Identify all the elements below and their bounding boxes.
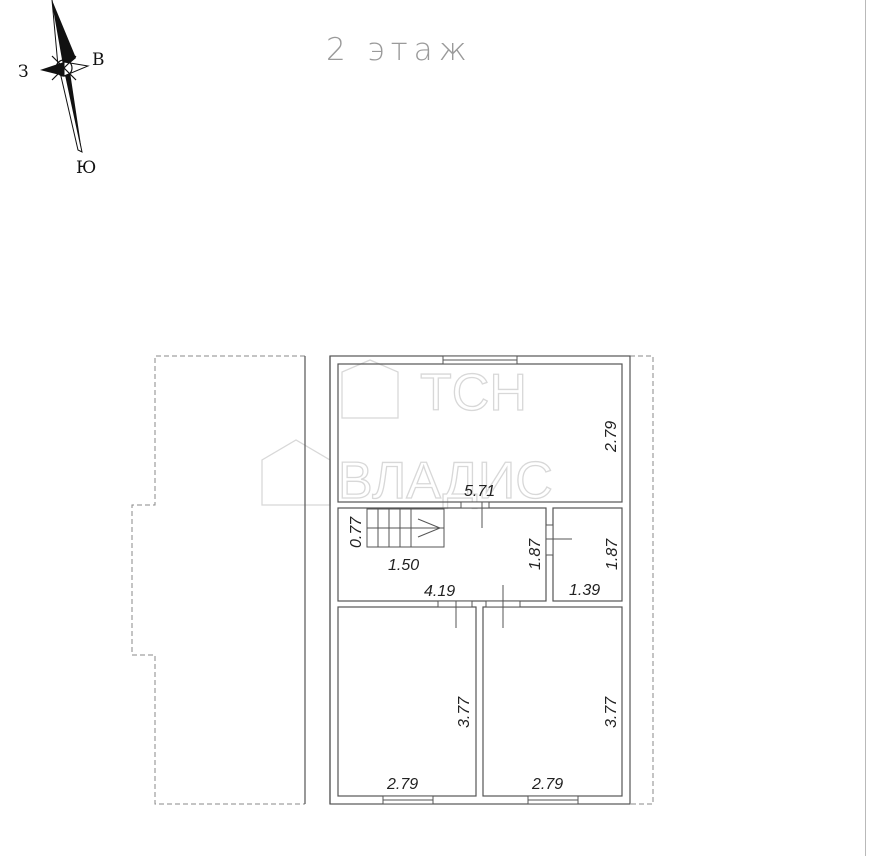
- doors: [437, 501, 572, 628]
- dim-top-room-width: 5.71: [464, 483, 495, 500]
- dim-stair-depth: 0.77: [348, 516, 365, 548]
- dim-bottom-right-height: 3.77: [603, 696, 620, 728]
- dim-hall-height: 1.87: [527, 538, 544, 570]
- watermark-line1: ТСН: [420, 364, 527, 422]
- compass-east-label: В: [92, 50, 105, 70]
- door-bottom-left: [437, 600, 473, 608]
- compass-rose-icon: [40, 0, 90, 153]
- door-small-room: [545, 524, 554, 556]
- windows: [382, 355, 579, 805]
- dim-top-room-height: 2.79: [603, 421, 620, 453]
- floor-title: 2 этаж: [326, 32, 473, 68]
- roof-outline: [131, 355, 654, 805]
- dim-small-room-width: 1.39: [569, 582, 600, 599]
- door-top-room: [460, 501, 490, 509]
- dim-bottom-left-height: 3.77: [456, 696, 473, 728]
- dim-stair-width: 1.50: [388, 557, 419, 574]
- dim-bottom-left-width: 2.79: [386, 776, 418, 793]
- dim-hall-width: 4.19: [424, 583, 455, 600]
- compass-west-label: З: [18, 62, 29, 82]
- compass-south-label: Ю: [76, 158, 97, 178]
- watermark-line2: ВЛАДИС: [338, 452, 553, 510]
- dim-small-room-height: 1.87: [604, 538, 621, 570]
- dim-bottom-right-width: 2.79: [531, 776, 563, 793]
- page-border: [865, 0, 866, 856]
- watermark: ТСН ВЛАДИС: [261, 359, 553, 511]
- walls: [304, 355, 631, 805]
- staircase: [366, 508, 445, 548]
